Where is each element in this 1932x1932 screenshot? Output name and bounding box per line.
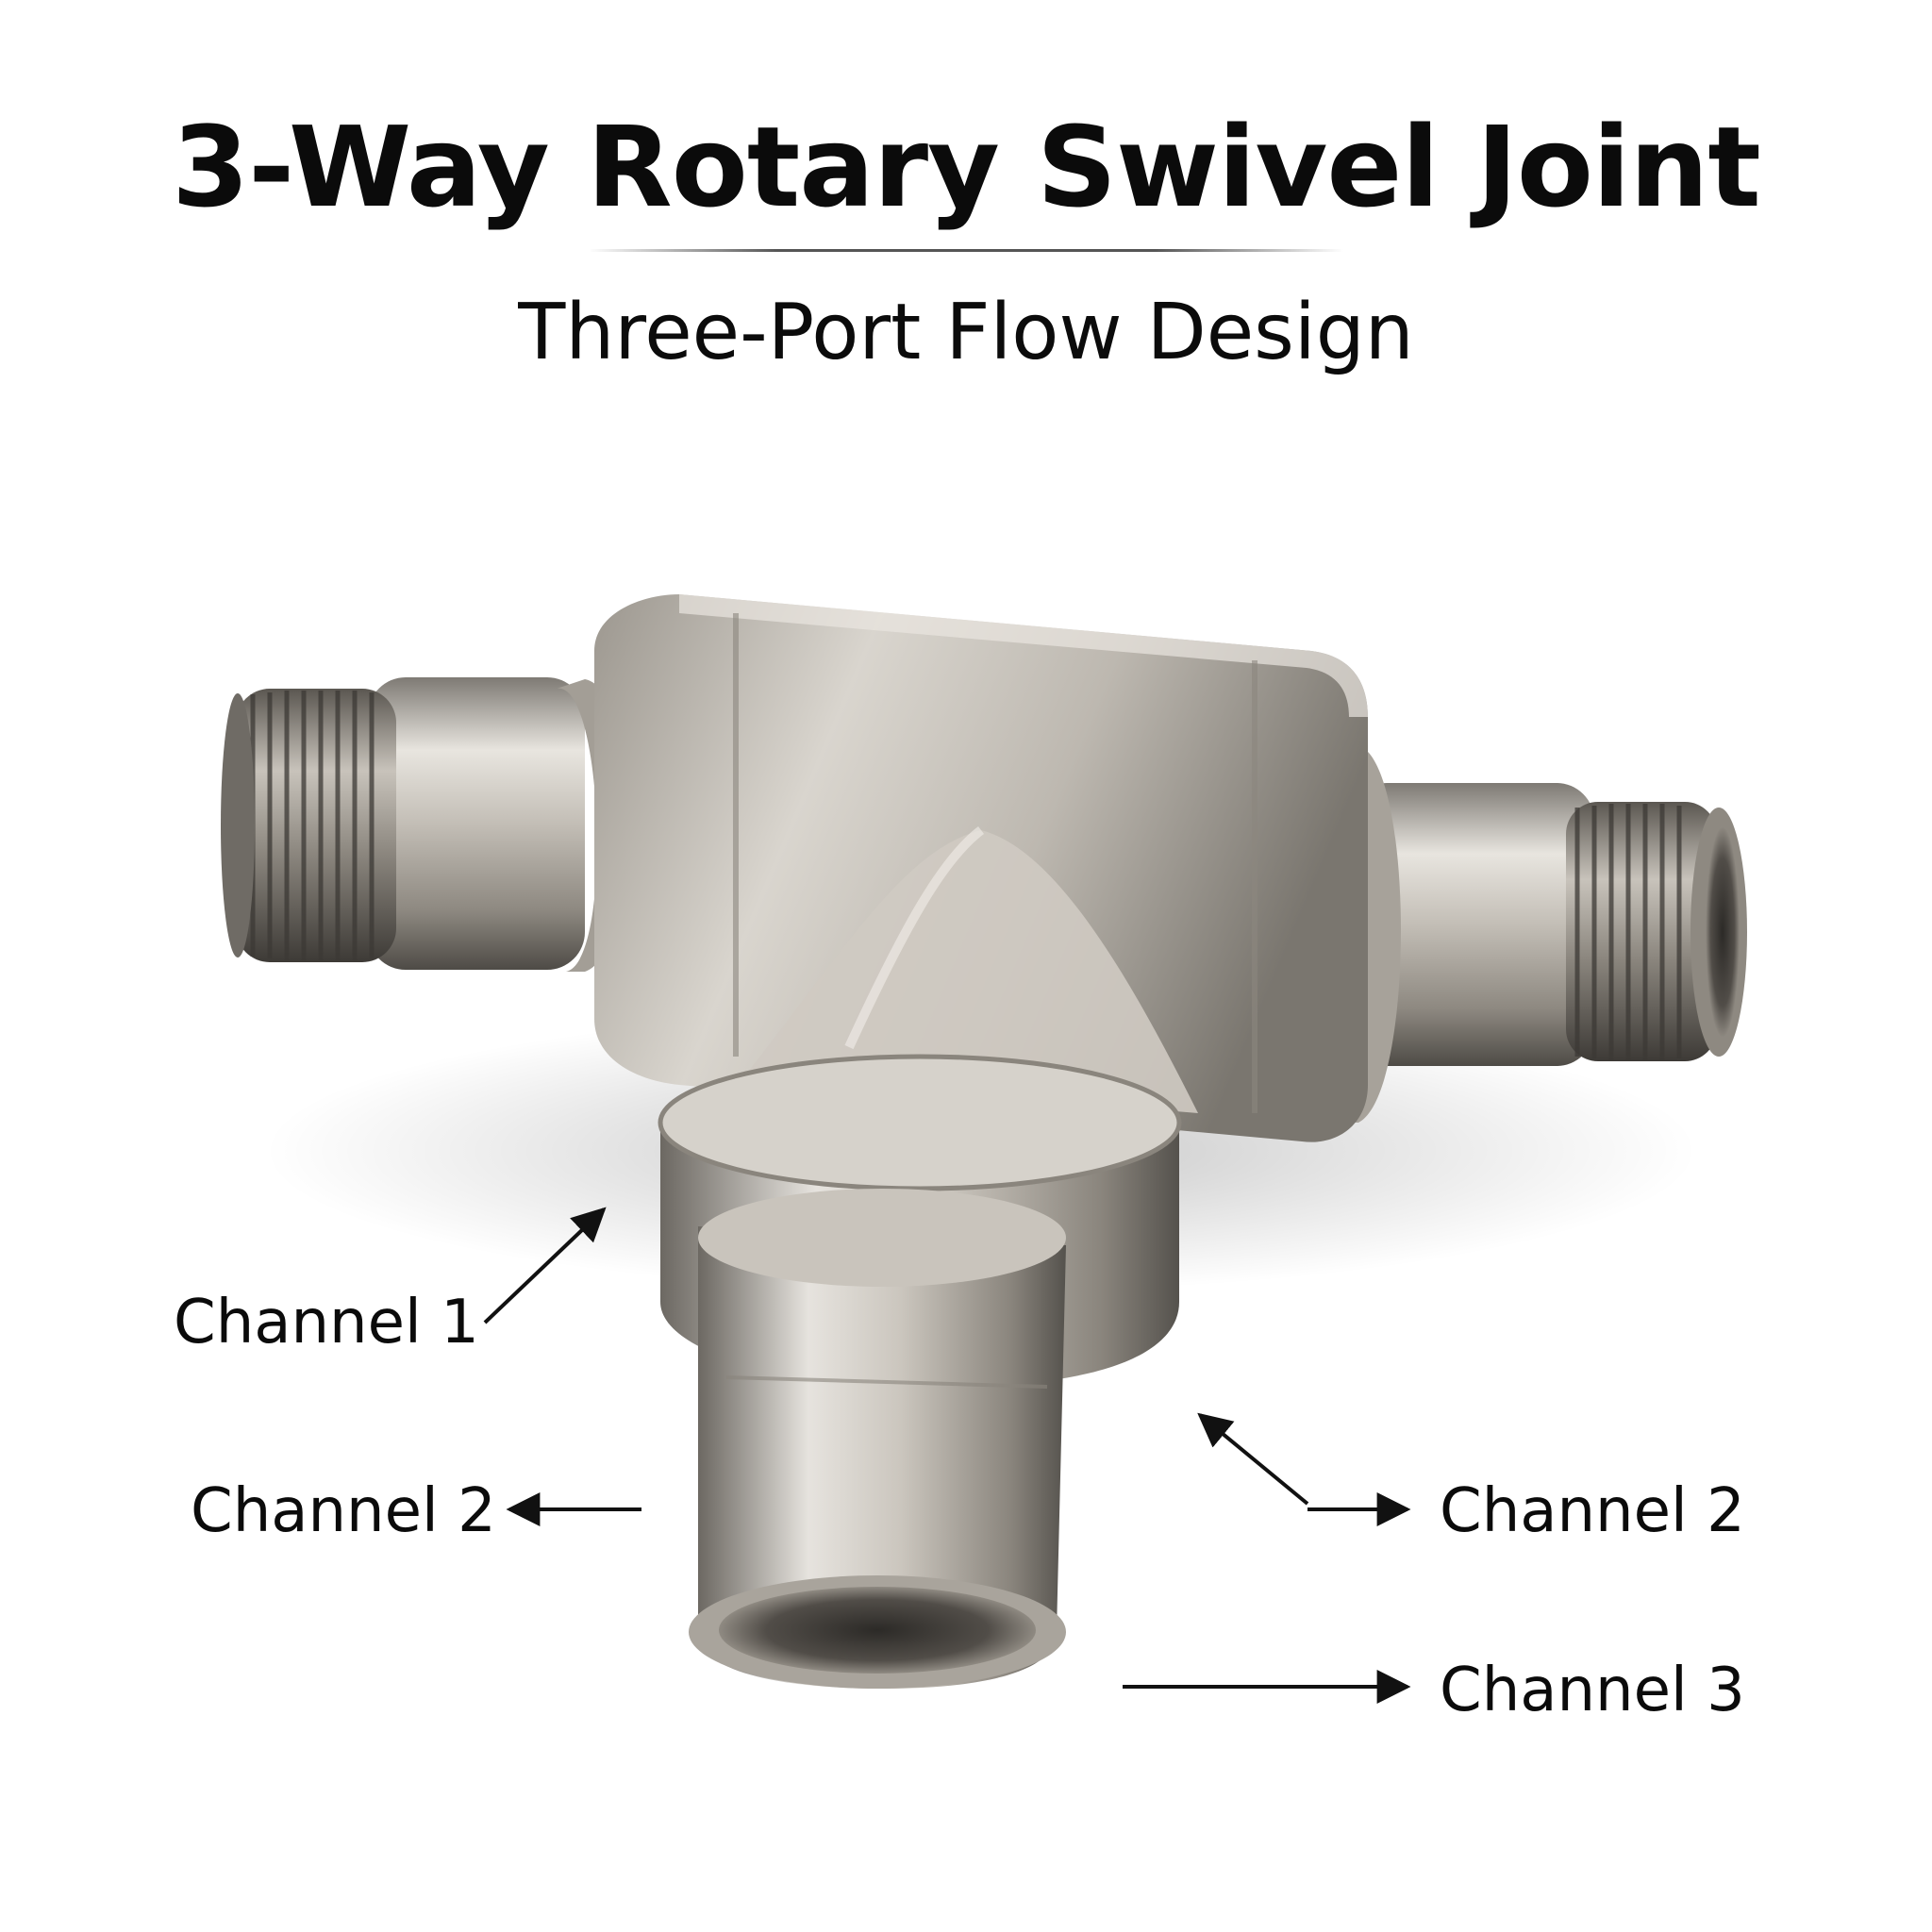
arrow-channel-1	[483, 1207, 607, 1324]
main-body	[594, 594, 1368, 1142]
label-channel-2-right: Channel 2	[1440, 1476, 1745, 1546]
label-channel-2-left: Channel 2	[191, 1476, 496, 1546]
title-divider	[589, 249, 1343, 252]
left-port	[221, 677, 627, 972]
right-port	[1321, 745, 1747, 1123]
diagram-title: 3-Way Rotary Swivel Joint	[172, 102, 1761, 232]
arrow-channel-2-right-diag	[1197, 1412, 1309, 1506]
callout-arrows	[483, 1207, 1411, 1704]
label-channel-3: Channel 3	[1440, 1656, 1745, 1725]
outlet-tube	[689, 1189, 1066, 1689]
label-channel-1: Channel 1	[174, 1288, 479, 1357]
diagram-subtitle: Three-Port Flow Design	[518, 288, 1414, 377]
